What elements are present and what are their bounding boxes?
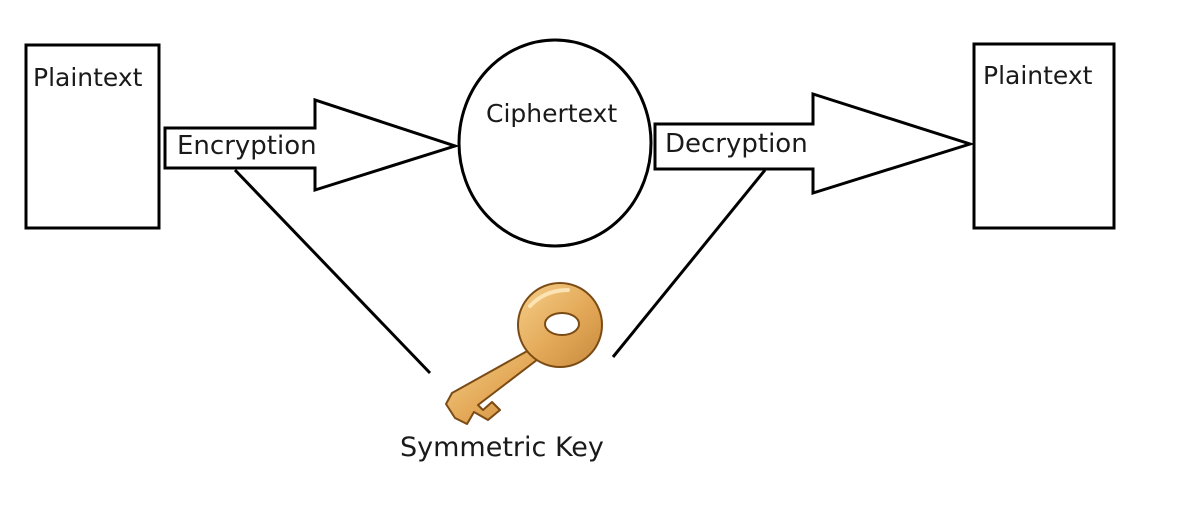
- ciphertext-circle: [457, 38, 653, 248]
- encryption-arrow: [163, 97, 460, 193]
- plaintext-left-label: Plaintext: [33, 63, 143, 92]
- ciphertext-label: Ciphertext: [486, 99, 618, 128]
- plaintext-box-right: [972, 42, 1116, 230]
- encryption-key-line: [233, 168, 432, 375]
- plaintext-box-left: [24, 43, 161, 230]
- decryption-key-line: [611, 169, 767, 358]
- symmetric-key-label: Symmetric Key: [400, 432, 604, 463]
- decryption-label: Decryption: [665, 129, 808, 159]
- decryption-arrow: [653, 91, 975, 196]
- encryption-label: Encryption: [177, 131, 317, 161]
- plaintext-right-label: Plaintext: [983, 61, 1093, 90]
- key-icon: [445, 282, 603, 425]
